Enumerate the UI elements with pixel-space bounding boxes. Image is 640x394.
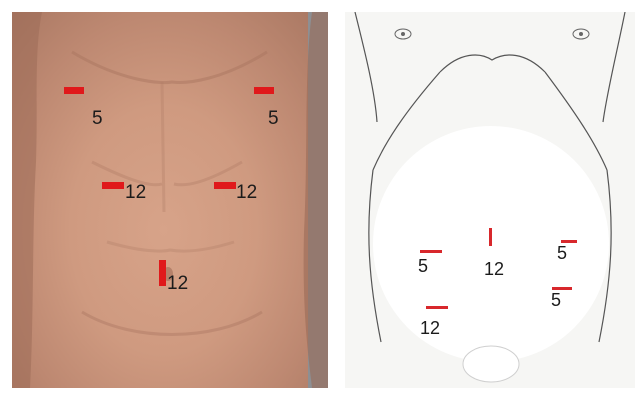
photo-shading [12,12,328,388]
nipple-icon [573,29,589,39]
torso-outline [345,12,635,388]
port-label: 12 [420,319,440,337]
port-marker [489,228,492,246]
port-marker [426,306,448,309]
port-label: 12 [167,274,188,293]
port-label: 12 [125,183,146,202]
port-marker [159,260,166,286]
abdomen-photo: 5 5 12 12 12 [12,12,328,388]
port-marker [420,250,442,253]
port-label: 5 [268,109,279,128]
port-label: 5 [418,257,428,275]
port-marker [214,182,236,189]
port-label: 5 [92,109,103,128]
port-label: 12 [236,183,257,202]
port-marker [254,87,274,94]
abdomen-diagram: 5 12 5 5 12 [345,12,635,388]
port-marker [64,87,84,94]
nipple-icon [395,29,411,39]
port-marker [102,182,124,189]
port-label: 5 [557,244,567,262]
port-label: 12 [484,260,504,278]
port-label: 5 [551,291,561,309]
